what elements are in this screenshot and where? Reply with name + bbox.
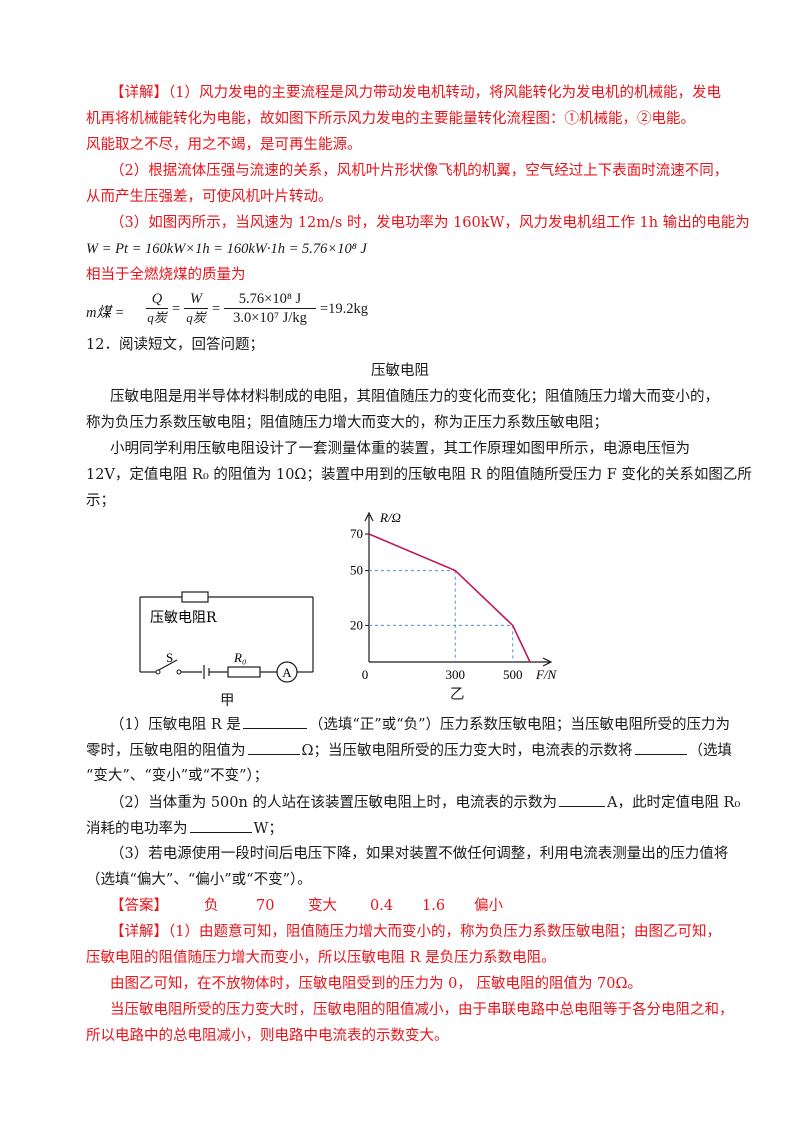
pressure-resistor-label: 压敏电阻R xyxy=(150,610,217,626)
question-3-line-1: （3）若电源使用一段时间后电压下降，如果对装置不做任何调整，利用电流表测量出的压… xyxy=(110,846,729,862)
series-line xyxy=(368,533,531,663)
blank-power[interactable] xyxy=(189,817,252,833)
detail2-line-1: 【详解】（1）由题意可知，阻值随压力增大而变小的，称为负压力系数压敏电阻；由图乙… xyxy=(110,924,721,940)
switch-label: S xyxy=(166,650,173,665)
answer-value-1: 负 xyxy=(204,898,219,914)
frac1-num: Q xyxy=(151,291,163,307)
q1-text-b: （选填“正”或“负”）压力系数压敏电阻；当压敏电阻所受的压力为 xyxy=(308,717,731,733)
article-line-2: 称为负压力系数压敏电阻；阻值随压力增大而变大的，称为正压力系数压敏电阻； xyxy=(86,415,608,431)
detail2-line-3: 由图乙可知，在不放物体时，压敏电阻受到的压力为 0， 压敏电阻的阻值为 70Ω。 xyxy=(110,976,643,992)
detail-line-1: 【详解】（1）风力发电的主要流程是风力带动发电机转动，将风能转化为发电机的机械能… xyxy=(110,85,721,101)
ammeter-symbol xyxy=(276,661,298,683)
q2-text-d: W； xyxy=(253,821,283,837)
frac2-den: q炭 xyxy=(186,310,206,325)
x-tick-label-500: 500 xyxy=(503,667,523,682)
q2-text-a: （2）当体重为 500n 的人站在该装置压敏电阻上时，电流表的示数为 xyxy=(110,795,557,811)
origin-label: 0 xyxy=(362,667,369,682)
y-tick-label-50: 50 xyxy=(350,563,363,578)
article-line-4: 12V，定值电阻 R₀ 的阻值为 10Ω；装置中用到的压敏电阻 R 的阻值随所受… xyxy=(86,467,752,483)
article-line-1: 压敏电阻是用半导体材料制成的电阻，其阻值随压力的变化而变化；阻值随压力增大而变小… xyxy=(110,389,719,405)
detail-line-4: （2）根据流体压强与流速的关系，风机叶片形状像飞机的机翼，空气经过上下表面时流速… xyxy=(110,163,729,179)
x-tick-label-300: 300 xyxy=(446,667,466,682)
y-axis-arrow xyxy=(364,511,374,522)
x-axis-label: F/N xyxy=(535,667,558,682)
answer-value-4: 0.4 xyxy=(370,898,394,914)
question-1-line-3: “变大”、“变小”或“不变”）； xyxy=(86,768,269,784)
question-1-line-1: （1）压敏电阻 R 是 （选填“正”或“负”）压力系数压敏电阻；当压敏电阻所受的压… xyxy=(110,713,730,736)
blank-coefficient-type[interactable] xyxy=(242,713,307,729)
answer-row: 【答案】 负 70 变大 0.4 1.6 偏小 xyxy=(110,895,503,917)
circuit-caption: 甲 xyxy=(220,693,235,709)
detail2-line-5: 所以电路中的总电阻减小，则电路中电流表的示数变大。 xyxy=(86,1028,449,1044)
x-axis-arrow xyxy=(542,657,553,667)
question-3-line-2: （选填“偏大”、“偏小”或“不变”）。 xyxy=(86,872,312,888)
question-12-intro: 12．阅读短文，回答问题； xyxy=(86,337,264,353)
article-line-5: 示； xyxy=(86,493,115,509)
graph-caption: 乙 xyxy=(450,687,465,703)
blank-zero-resistance[interactable] xyxy=(247,739,300,755)
energy-equation: W = Pt = 160kW×1h = 160kW·1h = 5.76×10⁸ … xyxy=(86,241,367,257)
detail-line-5: 从而产生压强差，可使风机叶片转动。 xyxy=(86,189,333,205)
frac3-num: 5.76×10⁸ J xyxy=(238,291,302,307)
q1-text-e: （选填 xyxy=(688,743,733,759)
mass-result: =19.2kg xyxy=(320,301,369,317)
q2-text-b: A，此时定值电阻 R₀ xyxy=(606,795,741,811)
circuit-diagram: A 压敏电阻R S R₀ xyxy=(139,591,314,683)
article-line-3: 小明同学利用压敏电阻设计了一套测量体重的装置，其工作原理如图甲所示，电源电压恒为 xyxy=(110,441,690,457)
y-tick-label-20: 20 xyxy=(350,617,363,632)
answer-label: 【答案】 xyxy=(110,898,168,914)
switch-contact-left xyxy=(155,669,161,675)
q1-text-c: 零时，压敏电阻的阻值为 xyxy=(86,743,246,759)
answer-value-5: 1.6 xyxy=(422,898,446,914)
answer-value-2: 70 xyxy=(256,898,275,914)
detail-line-7: 相当于全燃烧煤的质量为 xyxy=(86,267,246,283)
switch-contact-right xyxy=(176,669,182,675)
article-title: 压敏电阻 xyxy=(371,363,429,379)
blank-ammeter-change[interactable] xyxy=(634,739,687,755)
q1-text-a: （1）压敏电阻 R 是 xyxy=(110,717,241,733)
pressure-resistor-symbol xyxy=(181,591,209,603)
blank-current[interactable] xyxy=(558,791,605,807)
detail-line-6: （3）如图丙所示，当风速为 12m/s 时，发电功率为 160kW，风力发电机组… xyxy=(110,215,750,231)
frac3-den: 3.0×10⁷ J/kg xyxy=(233,310,307,326)
frac2-num: W xyxy=(189,291,203,307)
detail-line-2: 机再将机械能转化为电能，故如图下所示风力发电的主要能量转化流程图：①机械能，②电… xyxy=(86,111,695,127)
question-2-line-2: 消耗的电功率为 W； xyxy=(86,817,283,840)
resistance-force-graph: 20 50 70 300 500 R/Ω F/N 0 xyxy=(350,510,558,682)
detail2-line-4: 当压敏电阻所受的压力变大时，压敏电阻的阻值减小，由于串联电路中总电阻等于各分电阻… xyxy=(110,1002,734,1018)
detail2-line-2: 压敏电阻的阻值随压力增大而变小，所以压敏电阻 R 是负压力系数电阻。 xyxy=(86,950,556,966)
mass-symbol: m煤 = xyxy=(86,305,125,321)
frac1-den: q炭 xyxy=(147,310,167,325)
y-tick-label-70: 70 xyxy=(350,526,363,541)
question-2-line-1: （2）当体重为 500n 的人站在该装置压敏电阻上时，电流表的示数为 A，此时定值… xyxy=(110,791,740,814)
detail-line-3: 风能取之不尽，用之不竭，是可再生能源。 xyxy=(86,137,362,153)
answer-value-6: 偏小 xyxy=(474,898,503,914)
y-axis-label: R/Ω xyxy=(379,510,401,525)
ammeter-label: A xyxy=(282,665,292,680)
q2-text-c: 消耗的电功率为 xyxy=(86,821,188,837)
question-1-line-2: 零时，压敏电阻的阻值为 Ω；当压敏电阻所受的压力变大时，电流表的示数将 （选填 xyxy=(86,739,732,762)
q1-text-d: Ω；当压敏电阻所受的压力变大时，电流表的示数将 xyxy=(301,743,633,759)
answer-value-3: 变大 xyxy=(308,898,337,914)
r0-resistor-symbol xyxy=(227,666,261,678)
r0-label: R₀ xyxy=(233,650,246,665)
